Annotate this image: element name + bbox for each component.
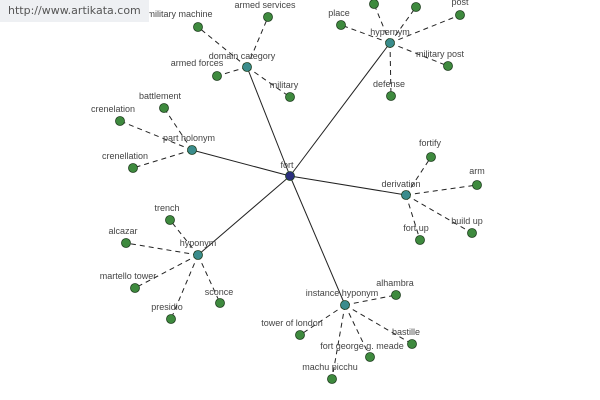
category-hyponym-label: hyponym xyxy=(180,238,217,248)
category-domain-category-label: domain category xyxy=(209,51,276,61)
edge-fort-part-holonym xyxy=(191,149,291,177)
edge-fort-hyponym xyxy=(197,175,291,256)
leaf-martello-tower-label: martello tower xyxy=(100,271,157,281)
leaf-machu-picchu-label: machu picchu xyxy=(302,362,358,372)
edge-hyponym-presidio xyxy=(170,254,199,320)
leaf-bastille-node[interactable] xyxy=(407,339,417,349)
leaf-military-post-label: military post xyxy=(416,49,465,59)
edge-fort-instance-hyponym xyxy=(289,175,346,306)
category-derivation-label: derivation xyxy=(381,179,420,189)
leaf-post-node[interactable] xyxy=(455,10,465,20)
leaf-armed-forces-node[interactable] xyxy=(212,71,222,81)
category-part-holonym-node[interactable] xyxy=(187,145,197,155)
edge-instance-hyponym-machu-picchu xyxy=(331,304,346,380)
category-hypernym-label: hypernym xyxy=(370,27,410,37)
labels-layer: armed services military machine armed forc… xyxy=(91,0,485,372)
watermark-url: http://www.artikata.com xyxy=(0,0,149,22)
leaf-fort-george-g-meade-node[interactable] xyxy=(365,352,375,362)
leaf-presidio-node[interactable] xyxy=(166,314,176,324)
edge-fort-derivation xyxy=(289,175,407,196)
category-hyponym-node[interactable] xyxy=(193,250,203,260)
edge-hyponym-alcazar xyxy=(125,242,199,256)
edge-hypernym-military-post xyxy=(389,42,449,67)
leaf-top-mid-node[interactable] xyxy=(411,2,421,12)
leaf-military-post-node[interactable] xyxy=(443,61,453,71)
leaf-battlement-label: battlement xyxy=(139,91,182,101)
leaf-fort-up-label: fort up xyxy=(403,223,429,233)
center-fort-node[interactable] xyxy=(285,171,295,181)
leaf-place-label: place xyxy=(328,8,350,18)
leaf-defense-node[interactable] xyxy=(386,91,396,101)
leaf-tower-of-london-label: tower of london xyxy=(261,318,323,328)
center-fort-label: fort xyxy=(280,160,294,170)
category-domain-category-node[interactable] xyxy=(242,62,252,72)
leaf-machu-picchu-node[interactable] xyxy=(327,374,337,384)
leaf-armed-services-node[interactable] xyxy=(263,12,273,22)
edge-hyponym-trench xyxy=(169,219,199,256)
leaf-place-node[interactable] xyxy=(336,20,346,30)
category-derivation-node[interactable] xyxy=(401,190,411,200)
leaf-armed-forces-label: armed forces xyxy=(171,58,224,68)
edge-domain-category-armed-services xyxy=(246,16,269,68)
leaf-military-machine-node[interactable] xyxy=(193,22,203,32)
nodes-layer xyxy=(115,0,482,384)
edge-part-holonym-battlement xyxy=(163,107,193,151)
category-instance-hyponym-label: instance hyponym xyxy=(306,288,379,298)
category-part-holonym-label: part holonym xyxy=(163,133,215,143)
category-hypernym-node[interactable] xyxy=(385,38,395,48)
leaf-alhambra-label: alhambra xyxy=(376,278,414,288)
leaf-build-up-node[interactable] xyxy=(467,228,477,238)
leaf-arm-label: arm xyxy=(469,166,485,176)
edge-part-holonym-crenellation xyxy=(132,149,193,169)
edge-part-holonym-crenelation xyxy=(119,120,193,151)
leaf-defense-label: defense xyxy=(373,79,405,89)
leaf-tower-of-london-node[interactable] xyxy=(295,330,305,340)
edge-fort-hypernym xyxy=(289,42,391,177)
edge-derivation-fortify xyxy=(405,156,432,196)
leaf-sconce-node[interactable] xyxy=(215,298,225,308)
leaf-alhambra-node[interactable] xyxy=(391,290,401,300)
leaf-trench-node[interactable] xyxy=(165,215,175,225)
leaf-sconce-label: sconce xyxy=(205,287,234,297)
leaf-martello-tower-node[interactable] xyxy=(130,283,140,293)
leaf-build-up-label: build up xyxy=(451,216,483,226)
edge-derivation-build-up xyxy=(405,194,473,234)
leaf-battlement-node[interactable] xyxy=(159,103,169,113)
category-instance-hyponym-node[interactable] xyxy=(340,300,350,310)
leaf-crenellation-node[interactable] xyxy=(128,163,138,173)
leaf-fort-george-g-meade-label: fort george g. meade xyxy=(320,341,404,351)
edge-hypernym-top-left xyxy=(373,3,391,44)
edge-hypernym-post xyxy=(389,14,461,44)
edge-hypernym-top-mid xyxy=(389,6,417,44)
leaf-alcazar-node[interactable] xyxy=(121,238,131,248)
leaf-crenelation-node[interactable] xyxy=(115,116,125,126)
leaf-top-left-node[interactable] xyxy=(369,0,379,9)
leaf-fortify-label: fortify xyxy=(419,138,442,148)
leaf-arm-node[interactable] xyxy=(472,180,482,190)
edge-instance-hyponym-fort-george-g-meade xyxy=(344,304,371,358)
leaf-bastille-label: bastille xyxy=(392,327,420,337)
leaf-military-machine-label: military machine xyxy=(147,9,212,19)
edge-hyponym-martello-tower xyxy=(134,254,199,289)
edge-instance-hyponym-tower-of-london xyxy=(299,304,346,336)
leaf-post-label: post xyxy=(451,0,469,7)
leaf-military-label: military xyxy=(270,80,299,90)
edge-fort-domain-category xyxy=(246,66,291,177)
edge-domain-category-military-machine xyxy=(197,26,248,68)
leaf-fortify-node[interactable] xyxy=(426,152,436,162)
leaf-armed-services-label: armed services xyxy=(234,0,296,10)
leaf-trench-label: trench xyxy=(154,203,179,213)
leaf-fort-up-node[interactable] xyxy=(415,235,425,245)
edge-derivation-fort-up xyxy=(405,194,421,241)
edge-instance-hyponym-bastille xyxy=(344,304,413,345)
leaf-presidio-label: presidio xyxy=(151,302,183,312)
leaf-crenellation-label: crenellation xyxy=(102,151,148,161)
edge-derivation-arm xyxy=(405,184,478,196)
leaf-crenelation-label: crenelation xyxy=(91,104,135,114)
leaf-alcazar-label: alcazar xyxy=(108,226,137,236)
leaf-military-node[interactable] xyxy=(285,92,295,102)
edges-layer xyxy=(119,3,478,380)
